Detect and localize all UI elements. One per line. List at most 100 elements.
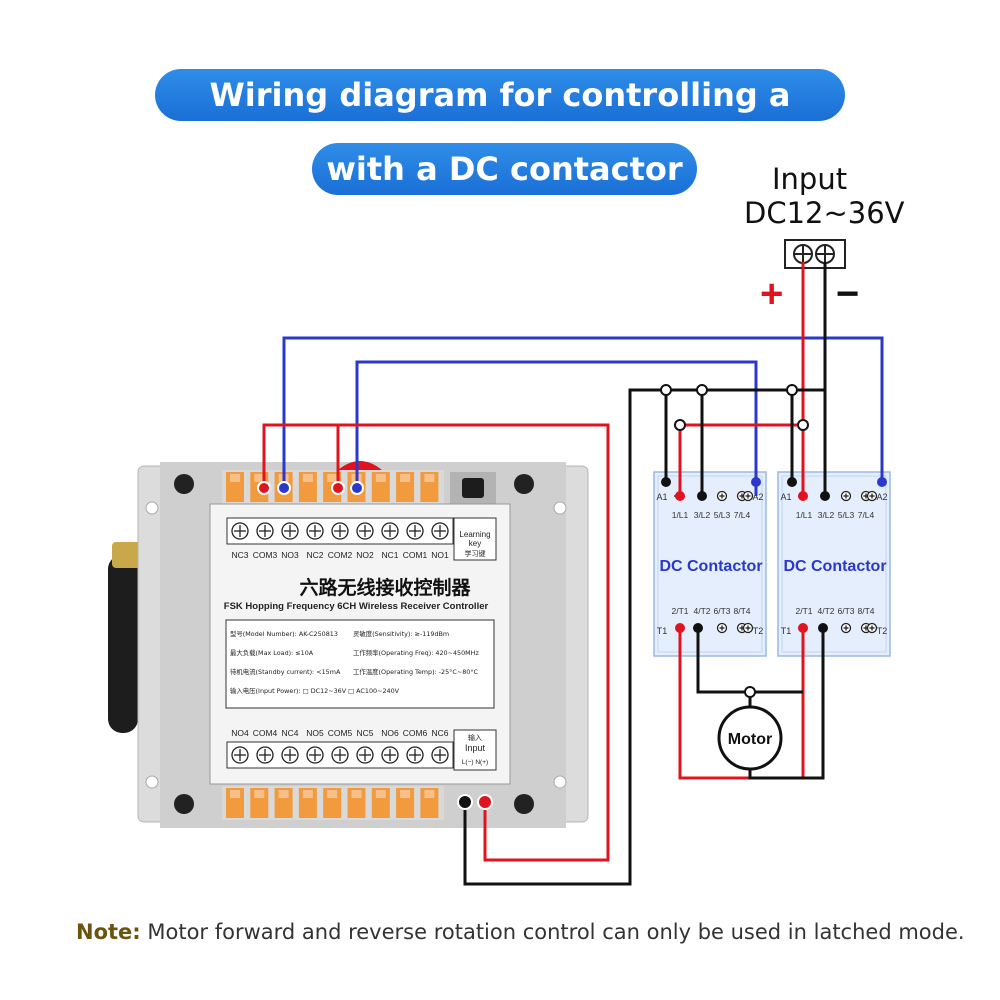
bottom-terminal-label: NC5 (356, 728, 373, 738)
contactor-t2-screw (742, 622, 754, 634)
contactor-bottom-pin-label: 2/T1 (795, 606, 812, 616)
contactor-bottom-pin-label: 8/T4 (857, 606, 874, 616)
spec-sensitivity: 灵敏度(Sensitivity): ≥-119dBm (353, 629, 449, 638)
input-voltage: DC12~36V (744, 196, 905, 230)
contactor-label: DC Contactor (783, 558, 886, 575)
spec-box (225, 619, 495, 709)
contactor-top-screw (840, 490, 852, 502)
contactor-a2-screw (866, 490, 878, 502)
spec-max-load: 最大负载(Max Load): ≤10A (230, 648, 314, 657)
top-terminal-label: NC1 (381, 550, 398, 560)
bottom-terminal-label: NO5 (306, 728, 324, 738)
top-screw-terminal (356, 522, 374, 540)
contactor-connection-dot (693, 623, 703, 633)
contactor-top-pin-label: 1/L1 (672, 510, 689, 520)
bottom-terminal-label: NO4 (231, 728, 249, 738)
contactor-bottom-pin-label: 2/T1 (671, 606, 688, 616)
title-pill-1: Wiring diagram for controlling a motor (155, 69, 845, 166)
wire-black-motor-right (748, 628, 825, 780)
contactor-t2-label: T2 (877, 626, 888, 636)
contactor-bottom-screw (840, 622, 852, 634)
input-label: Input (772, 162, 848, 196)
bottom-screw-terminal (306, 746, 324, 764)
contactor-bottom-pin-label: 4/T2 (693, 606, 710, 616)
contactor-label: DC Contactor (659, 558, 762, 575)
top-terminal-label: NC2 (306, 550, 323, 560)
top-screw-terminal (256, 522, 274, 540)
bottom-screw-terminal (256, 746, 274, 764)
bottom-screw-terminal (331, 746, 349, 764)
bottom-screw-terminal (231, 746, 249, 764)
contactor-bottom-pin-label: 4/T2 (817, 606, 834, 616)
top-screw-terminal (281, 522, 299, 540)
bottom-terminal-label: NC4 (281, 728, 298, 738)
learning-key-text-2: key (469, 539, 481, 548)
contactor-connection-dot (820, 491, 830, 501)
wire-red-nc3 (262, 423, 610, 862)
bottom-screw-terminal (381, 746, 399, 764)
bottom-screw-terminal (281, 746, 299, 764)
spec-freq: 工作频率(Operating Freq): 420~450MHz (353, 648, 479, 657)
screw-hole-tl (174, 474, 194, 494)
top-terminal-label: COM3 (253, 550, 278, 560)
contactor-a2-label: A2 (876, 492, 887, 502)
contactor-connection-dot (661, 477, 671, 487)
contactor-a1-label: A1 (780, 492, 791, 502)
learning-key-text-1: Learning (459, 530, 490, 539)
top-screw-terminal (406, 522, 424, 540)
bottom-terminal-label: COM5 (328, 728, 353, 738)
input-box (453, 729, 497, 771)
motor: Motor (717, 705, 783, 771)
contactor-bottom-pin-label: 6/T3 (837, 606, 854, 616)
bottom-terminal-label: NO6 (381, 728, 399, 738)
learning-key-button[interactable] (462, 478, 484, 498)
top-terminal-label: COM1 (403, 550, 428, 560)
top-screw-terminal (231, 522, 249, 540)
wire-red-motor-loop (678, 628, 805, 780)
wire-blue-com3-a2-right (282, 336, 884, 488)
contactor-connection-dot (798, 491, 808, 501)
title-line-2: with a DC contactor (326, 150, 683, 188)
screw-hole-br (514, 794, 534, 814)
contactor-bottom-screw (716, 622, 728, 634)
contactor-top-pin-label: 3/L2 (818, 510, 835, 520)
controller-title-en: FSK Hopping Frequency 6CH Wireless Recei… (224, 601, 489, 612)
minus-sign: − (836, 272, 860, 316)
contactor-a2-screw (742, 490, 754, 502)
learning-key-box (453, 517, 497, 561)
top-terminal-label: NO3 (281, 550, 299, 560)
top-screw-terminal (331, 522, 349, 540)
contactor-bottom-pin-label: 8/T4 (733, 606, 750, 616)
contactor-connection-dot (787, 477, 797, 487)
contactor-connection-dot (877, 477, 887, 487)
learning-key-text-3: 学习键 (465, 549, 486, 558)
contactor-a1-label: A1 (656, 492, 667, 502)
bottom-terminal-label: COM4 (253, 728, 278, 738)
top-terminal-label: NO1 (431, 550, 449, 560)
top-screw-terminal (381, 522, 399, 540)
contactor-connection-dot (751, 477, 761, 487)
title-line-1: Wiring diagram for controlling a motor (209, 76, 791, 166)
wire-black-input (463, 388, 666, 886)
contactor-top-pin-label: 5/L3 (714, 510, 731, 520)
input-box-en: Input (465, 743, 486, 753)
contactor-top-pin-label: 1/L1 (796, 510, 813, 520)
top-screw-terminal (431, 522, 449, 540)
contactor-connection-dot (798, 623, 808, 633)
contactor-t1-label: T1 (781, 626, 792, 636)
top-screw-terminal (306, 522, 324, 540)
spec-model: 型号(Model Number): AK-C250813 (230, 629, 338, 638)
contactor-connection-dot (675, 623, 685, 633)
contactor-top-pin-label: 5/L3 (838, 510, 855, 520)
spec-temp: 工作温度(Operating Temp): -25°C~80°C (353, 667, 479, 676)
contactor-top-screw (716, 490, 728, 502)
controller-connection-dots (257, 481, 493, 810)
contactor-t1-label: T1 (657, 626, 668, 636)
spec-standby: 待机电流(Standby current): <15mA (230, 667, 341, 676)
bottom-terminal-label: COM6 (403, 728, 428, 738)
contactor-connection-dot (675, 491, 685, 501)
wire-black-motor-top (696, 628, 803, 694)
